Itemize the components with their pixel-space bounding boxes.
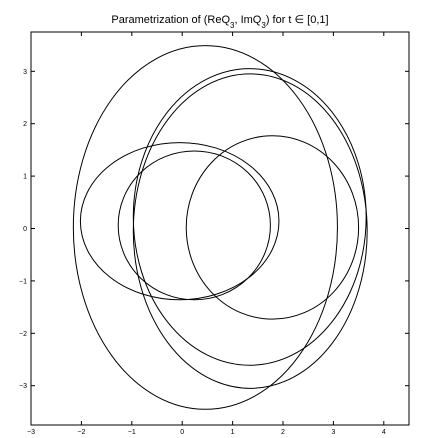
chart-title: Parametrization of (ReQ3, ImQ3) for t ∈ … <box>111 14 328 30</box>
curve-4 <box>79 142 280 301</box>
curve-3 <box>132 68 367 366</box>
curve-1 <box>72 45 338 410</box>
y-tick-label: −1 <box>19 278 27 285</box>
curve-6 <box>185 135 360 320</box>
curves-layer <box>72 45 368 410</box>
y-tick-label: 0 <box>23 226 27 233</box>
y-tick-label: 3 <box>23 69 27 76</box>
x-tick-label: −1 <box>128 429 136 436</box>
curve-5 <box>117 150 271 301</box>
x-tick-label: 3 <box>331 429 335 436</box>
x-tick-label: 1 <box>231 429 235 436</box>
x-tick-label: 2 <box>281 429 285 436</box>
x-tick-label: 4 <box>382 429 386 436</box>
y-tick-label: 2 <box>23 121 27 128</box>
x-tick-label: −2 <box>77 429 85 436</box>
x-tick-label: −3 <box>27 429 35 436</box>
axes-frame <box>30 31 410 426</box>
curve-2 <box>132 73 368 389</box>
x-tick-label: 0 <box>180 429 184 436</box>
ticks-layer: −3 −2 −1 0 1 2 3 4 −3 −2 −1 0 1 2 3 <box>19 32 409 436</box>
y-tick-label: −2 <box>19 331 27 338</box>
y-tick-label: −3 <box>19 383 27 390</box>
y-tick-label: 1 <box>23 174 27 181</box>
